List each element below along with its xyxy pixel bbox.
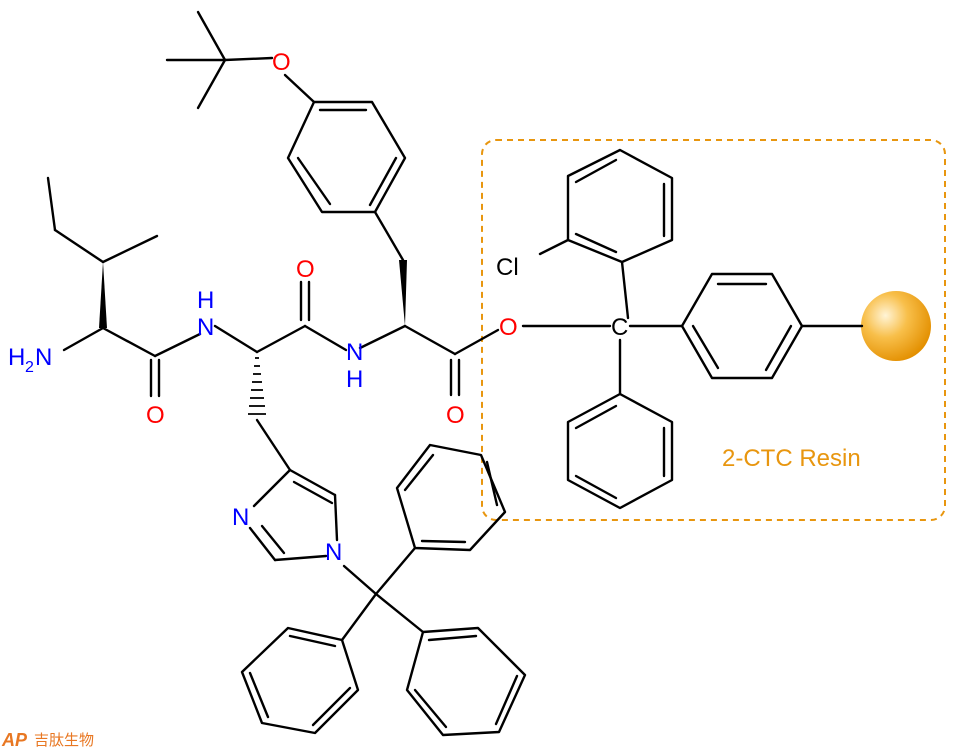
ctc-linker [521, 148, 864, 510]
trityl-carbon: C [611, 314, 628, 341]
tyr-wedge-bond [399, 260, 407, 326]
amide1-nh-n: N [197, 314, 214, 341]
isoleucine-bonds [46, 176, 202, 398]
his-hashed-bond [248, 357, 266, 415]
his-trityl [240, 443, 527, 737]
tyrosine-bonds [165, 10, 500, 397]
ile-wedge-bond [99, 262, 107, 328]
amide2-nh-h: H [346, 366, 363, 393]
amide2-o: O [296, 256, 315, 283]
chlorine: Cl [496, 254, 519, 281]
ester-carbonyl-o: O [446, 402, 465, 429]
h2n-n: N [35, 344, 52, 371]
resin-box [481, 139, 946, 521]
imidazole-n1: N [325, 539, 342, 566]
imidazole-ring [248, 418, 339, 562]
h2n-sub: 2 [25, 359, 34, 376]
amide2-nh-n: N [346, 339, 363, 366]
resin-bead-icon [861, 291, 931, 361]
watermark-logo: AP [1, 730, 28, 750]
ether-o: O [272, 49, 291, 76]
imidazole-n3: N [232, 504, 249, 531]
ester-o: O [499, 314, 518, 341]
amide1-o: O [146, 402, 165, 429]
histidine-bonds [213, 280, 348, 354]
amide1-nh-h: H [197, 287, 214, 314]
watermark-text: 吉肽生物 [34, 731, 94, 749]
resin-label: 2-CTC Resin [722, 445, 861, 472]
h2n-h: H [8, 344, 25, 371]
